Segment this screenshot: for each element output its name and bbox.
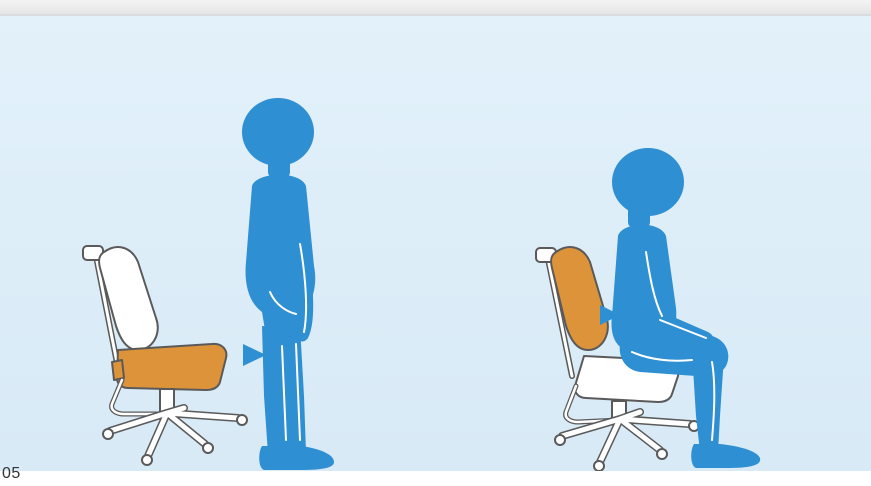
backrest-orange <box>551 247 608 350</box>
triangle-arrow-icon <box>243 344 266 366</box>
top-border-strip <box>0 0 871 16</box>
seat-orange <box>117 344 227 390</box>
step-number: 05 <box>2 465 21 483</box>
child-standing-figure <box>242 98 334 470</box>
illustration-canvas <box>0 16 871 471</box>
illustration-panel <box>0 16 871 471</box>
office-chair-left <box>83 246 247 465</box>
